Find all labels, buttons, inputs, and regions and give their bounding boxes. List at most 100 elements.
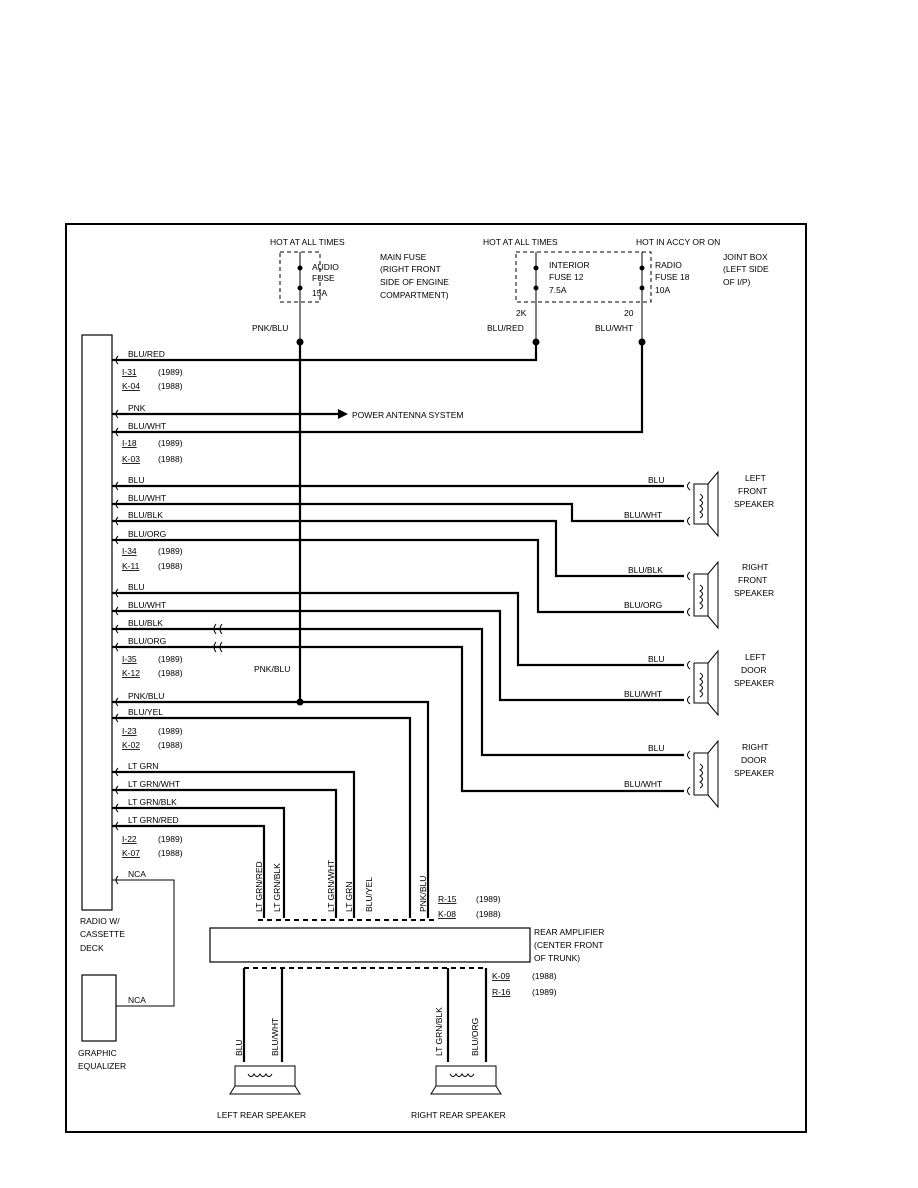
svg-text:BLU/WHT: BLU/WHT — [128, 600, 166, 610]
svg-text:BLU/RED: BLU/RED — [128, 349, 165, 359]
svg-text:LEFT REAR SPEAKER: LEFT REAR SPEAKER — [217, 1110, 306, 1120]
svg-text:EQUALIZER: EQUALIZER — [78, 1061, 126, 1071]
svg-text:(LEFT SIDE: (LEFT SIDE — [723, 264, 769, 274]
svg-text:BLU: BLU — [648, 475, 665, 485]
svg-text:K-09: K-09 — [492, 971, 510, 981]
svg-text:(1989): (1989) — [158, 726, 183, 736]
svg-text:(1989): (1989) — [532, 987, 557, 997]
svg-text:BLU: BLU — [648, 654, 665, 664]
svg-text:K-03: K-03 — [122, 454, 140, 464]
svg-text:BLU/WHT: BLU/WHT — [624, 689, 662, 699]
svg-text:HOT AT ALL TIMES: HOT AT ALL TIMES — [483, 237, 558, 247]
svg-text:FUSE 18: FUSE 18 — [655, 272, 690, 282]
svg-text:LT GRN/BLK: LT GRN/BLK — [272, 863, 282, 912]
svg-text:7.5A: 7.5A — [549, 285, 567, 295]
left-rear-speaker: BLU BLU/WHT LEFT REAR SPEAKER — [217, 968, 306, 1120]
svg-text:K-02: K-02 — [122, 740, 140, 750]
svg-text:BLU/WHT: BLU/WHT — [624, 510, 662, 520]
svg-text:LT GRN/RED: LT GRN/RED — [254, 861, 264, 912]
svg-text:BLU/ORG: BLU/ORG — [128, 636, 166, 646]
amp-input-labels: LT GRN/RED LT GRN/BLK LT GRN/WHT LT GRN … — [254, 860, 428, 912]
svg-text:BLU/WHT: BLU/WHT — [595, 323, 633, 333]
svg-text:BLU/ORG: BLU/ORG — [128, 529, 166, 539]
right-rear-speaker: LT GRN/BLK BLU/ORG RIGHT REAR SPEAKER — [411, 968, 506, 1120]
svg-text:LT GRN/RED: LT GRN/RED — [128, 815, 179, 825]
svg-text:FRONT: FRONT — [738, 575, 767, 585]
svg-text:I-18: I-18 — [122, 438, 137, 448]
svg-text:DOOR: DOOR — [741, 755, 767, 765]
svg-text:R-16: R-16 — [492, 987, 511, 997]
svg-text:(1988): (1988) — [532, 971, 557, 981]
diagram-frame — [65, 223, 807, 1133]
svg-text:MAIN FUSE: MAIN FUSE — [380, 252, 427, 262]
svg-text:R-15: R-15 — [438, 894, 457, 904]
svg-text:15A: 15A — [312, 288, 327, 298]
pnk-blu-mid-label: PNK/BLU — [254, 664, 290, 674]
svg-text:BLU/WHT: BLU/WHT — [270, 1018, 280, 1056]
svg-text:(1989): (1989) — [158, 654, 183, 664]
svg-text:BLU/BLK: BLU/BLK — [628, 565, 663, 575]
svg-text:BLU/WHT: BLU/WHT — [128, 493, 166, 503]
svg-text:BLU/BLK: BLU/BLK — [128, 618, 163, 628]
svg-text:(1988): (1988) — [158, 848, 183, 858]
svg-text:PNK/BLU: PNK/BLU — [128, 691, 164, 701]
svg-text:K-04: K-04 — [122, 381, 140, 391]
svg-text:BLU: BLU — [234, 1039, 244, 1056]
svg-text:BLU/WHT: BLU/WHT — [128, 421, 166, 431]
svg-text:BLU/WHT: BLU/WHT — [624, 779, 662, 789]
svg-text:OF I/P): OF I/P) — [723, 277, 751, 287]
svg-text:HOT AT ALL TIMES: HOT AT ALL TIMES — [270, 237, 345, 247]
svg-text:10A: 10A — [655, 285, 670, 295]
svg-text:(1988): (1988) — [158, 561, 183, 571]
svg-text:NCA: NCA — [128, 869, 146, 879]
speaker-left-front: BLU BLU/WHT LEFT FRONT SPEAKER — [624, 470, 774, 538]
svg-text:BLU: BLU — [128, 475, 145, 485]
svg-text:SPEAKER: SPEAKER — [734, 678, 774, 688]
splice-dot — [296, 698, 304, 706]
svg-text:FRONT: FRONT — [738, 486, 767, 496]
svg-text:(1988): (1988) — [158, 454, 183, 464]
speaker-right-front: BLU/BLK BLU/ORG RIGHT FRONT SPEAKER — [624, 560, 774, 630]
svg-text:SPEAKER: SPEAKER — [734, 499, 774, 509]
rear-amplifier: REAR AMPLIFIER (CENTER FRONT OF TRUNK) R… — [209, 894, 604, 997]
svg-text:RIGHT: RIGHT — [742, 562, 768, 572]
radio-label: CASSETTE — [80, 929, 125, 939]
svg-text:OF TRUNK): OF TRUNK) — [534, 953, 580, 963]
speaker-right-door: BLU BLU/WHT RIGHT DOOR SPEAKER — [624, 739, 774, 809]
connector-ids: I-31(1989) K-04(1988) I-18(1989) K-03(19… — [122, 367, 183, 858]
svg-text:LEFT: LEFT — [745, 473, 766, 483]
svg-text:PNK: PNK — [128, 403, 146, 413]
svg-text:HOT IN ACCY OR ON: HOT IN ACCY OR ON — [636, 237, 720, 247]
svg-text:(1989): (1989) — [476, 894, 501, 904]
speaker-left-door: BLU BLU/WHT LEFT DOOR SPEAKER — [624, 649, 774, 717]
svg-text:LT GRN/WHT: LT GRN/WHT — [326, 860, 336, 912]
svg-text:BLU/BLK: BLU/BLK — [128, 510, 163, 520]
svg-text:INTERIOR: INTERIOR — [549, 260, 590, 270]
svg-text:AUDIO: AUDIO — [312, 262, 339, 272]
radio-fuse: HOT IN ACCY OR ON RADIO FUSE 18 10A JOIN… — [595, 237, 769, 340]
svg-text:RIGHT REAR SPEAKER: RIGHT REAR SPEAKER — [411, 1110, 506, 1120]
svg-text:FUSE: FUSE — [312, 273, 335, 283]
svg-text:LT GRN: LT GRN — [128, 761, 158, 771]
svg-text:K-07: K-07 — [122, 848, 140, 858]
radio-wire-labels: BLU/RED PNK BLU/WHT BLU BLU/WHT BLU/BLK … — [128, 349, 180, 879]
radio-label: DECK — [80, 943, 104, 953]
svg-text:PNK/BLU: PNK/BLU — [252, 323, 288, 333]
harness-wires — [112, 342, 684, 1007]
svg-text:(1988): (1988) — [158, 381, 183, 391]
graphic-equalizer: NCA GRAPHIC EQUALIZER — [78, 974, 146, 1071]
svg-text:PNK/BLU: PNK/BLU — [418, 876, 428, 912]
svg-text:K-08: K-08 — [438, 909, 456, 919]
svg-text:(1989): (1989) — [158, 834, 183, 844]
svg-text:COMPARTMENT): COMPARTMENT) — [380, 290, 449, 300]
svg-text:SIDE OF ENGINE: SIDE OF ENGINE — [380, 277, 449, 287]
svg-text:I-34: I-34 — [122, 546, 137, 556]
svg-text:(RIGHT FRONT: (RIGHT FRONT — [380, 264, 441, 274]
svg-text:K-12: K-12 — [122, 668, 140, 678]
svg-text:(1988): (1988) — [476, 909, 501, 919]
svg-text:2K: 2K — [516, 308, 527, 318]
svg-text:BLU/ORG: BLU/ORG — [624, 600, 662, 610]
svg-text:BLU: BLU — [648, 743, 665, 753]
svg-text:I-22: I-22 — [122, 834, 137, 844]
